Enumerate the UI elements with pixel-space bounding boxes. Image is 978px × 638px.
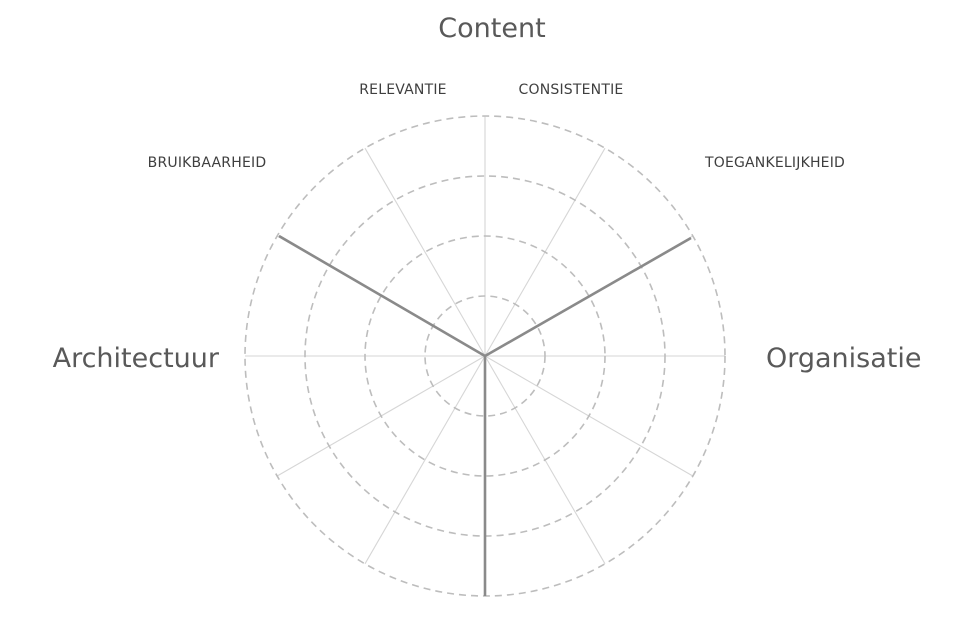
spoke-line [364, 355, 486, 565]
spoke-line [364, 147, 486, 357]
section-dividers [278, 234, 692, 596]
criterion-label-relevance: RELEVANTIE [359, 82, 446, 98]
criterion-label-consistency: CONSISTENTIE [519, 82, 624, 98]
ring-circle [424, 295, 546, 417]
criterion-label-usability: BRUIKBAARHEID [148, 155, 267, 171]
section-title-content: Content [438, 13, 545, 44]
criterion-label-accessibility: TOEGANKELIJKHEID [704, 155, 845, 171]
divider-content-organisation [484, 236, 692, 358]
section-title-organisation: Organisatie [766, 343, 922, 374]
divider-architecture-content [278, 234, 486, 358]
ring-circle [364, 235, 606, 477]
section-title-architecture: Architectuur [53, 343, 220, 374]
